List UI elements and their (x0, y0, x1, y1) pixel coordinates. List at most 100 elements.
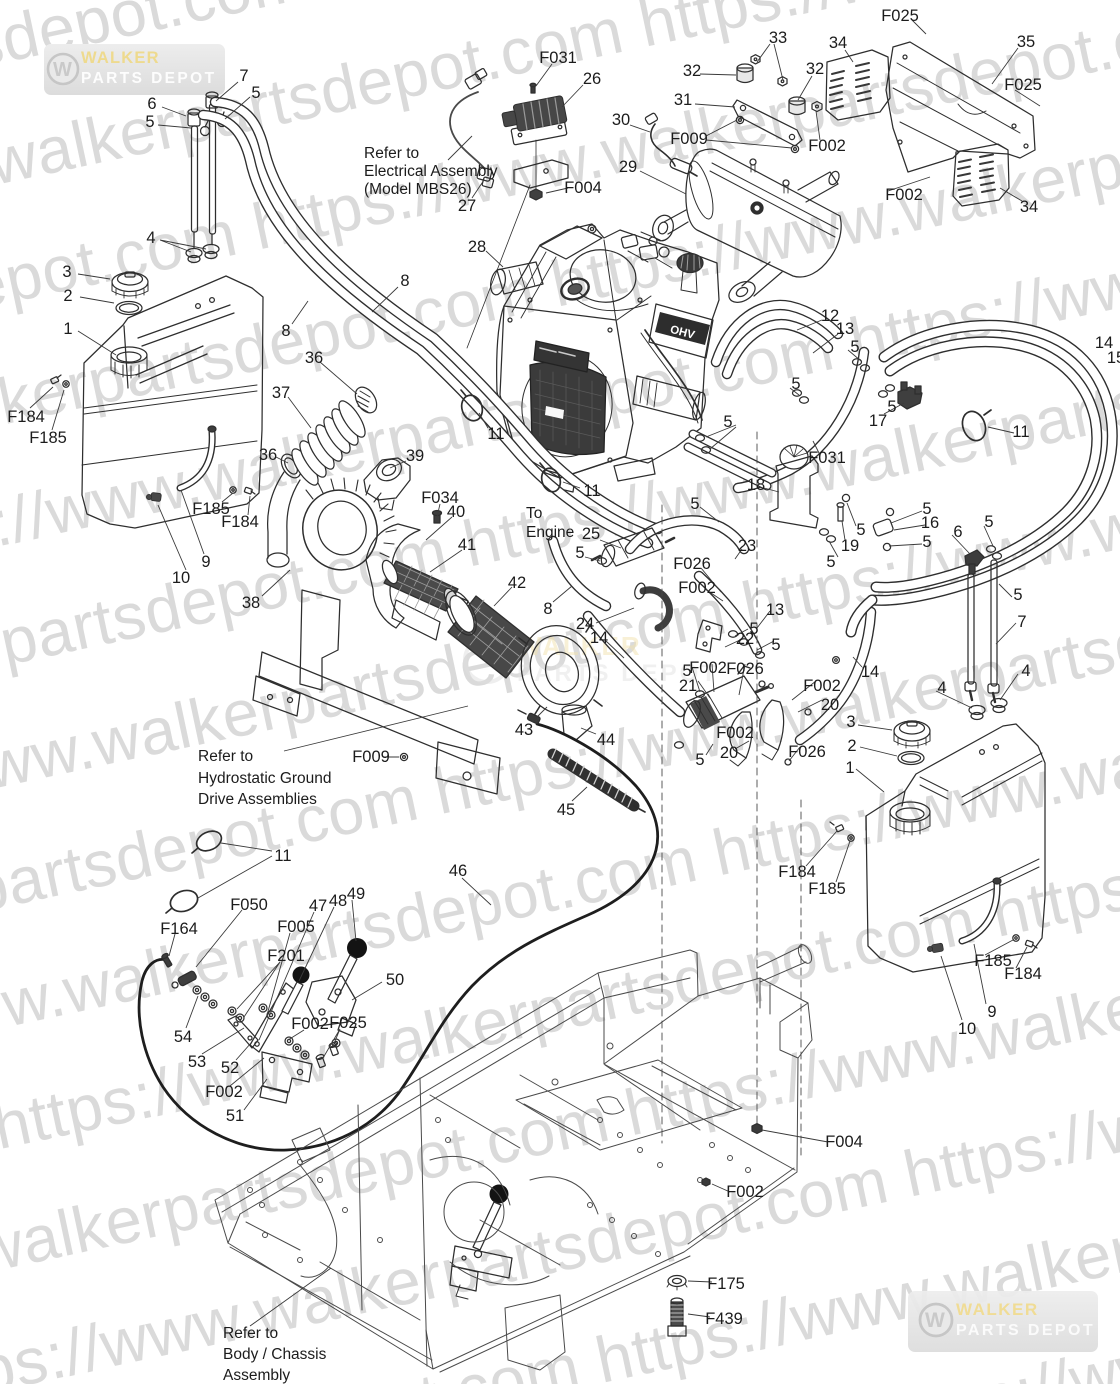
svg-text:F025: F025 (1004, 76, 1042, 94)
svg-text:5: 5 (749, 620, 758, 638)
svg-text:F002: F002 (291, 1015, 329, 1033)
svg-text:Refer to: Refer to (364, 145, 419, 162)
svg-text:5: 5 (695, 751, 704, 769)
svg-text:5: 5 (850, 338, 859, 356)
svg-text:3: 3 (62, 263, 71, 281)
svg-text:27: 27 (458, 197, 476, 215)
svg-text:50: 50 (386, 971, 404, 989)
svg-text:5: 5 (922, 500, 931, 518)
svg-text:28: 28 (468, 238, 486, 256)
svg-text:1: 1 (845, 759, 854, 777)
svg-text:9: 9 (201, 553, 210, 571)
svg-text:53: 53 (188, 1053, 206, 1071)
svg-text:Refer to: Refer to (198, 748, 253, 765)
svg-text:11: 11 (274, 847, 291, 865)
svg-text:Drive Assemblies: Drive Assemblies (198, 791, 317, 808)
svg-text:5: 5 (145, 113, 154, 131)
svg-text:5: 5 (723, 413, 732, 431)
svg-text:To: To (526, 505, 542, 522)
svg-text:5: 5 (771, 636, 780, 654)
svg-text:39: 39 (406, 447, 424, 465)
svg-text:4: 4 (937, 679, 946, 697)
svg-text:(Model MBS26): (Model MBS26) (364, 181, 472, 198)
svg-text:F031: F031 (539, 49, 577, 67)
svg-text:19: 19 (841, 537, 859, 555)
svg-text:F185: F185 (29, 429, 67, 447)
svg-text:42: 42 (508, 574, 526, 592)
svg-text:4: 4 (1021, 662, 1030, 680)
svg-text:F184: F184 (7, 408, 45, 426)
svg-text:4: 4 (146, 229, 155, 247)
svg-text:Engine: Engine (526, 524, 574, 541)
svg-text:18: 18 (747, 476, 765, 494)
svg-text:49: 49 (347, 885, 365, 903)
svg-text:F002: F002 (803, 677, 841, 695)
svg-text:45: 45 (557, 801, 575, 819)
svg-text:41: 41 (458, 536, 476, 554)
svg-text:F025: F025 (329, 1014, 367, 1032)
svg-text:33: 33 (769, 29, 787, 47)
svg-text:6: 6 (147, 95, 156, 113)
svg-text:F026: F026 (726, 660, 764, 678)
svg-text:10: 10 (958, 1020, 976, 1038)
svg-text:F184: F184 (778, 863, 816, 881)
svg-text:PARTS DEPOT: PARTS DEPOT (956, 1322, 1095, 1339)
svg-text:36: 36 (305, 349, 323, 367)
svg-text:2: 2 (847, 737, 856, 755)
svg-text:F185: F185 (192, 500, 230, 518)
svg-text:40: 40 (447, 503, 465, 521)
svg-text:16: 16 (921, 514, 939, 532)
svg-text:F009: F009 (352, 748, 390, 766)
svg-text:5: 5 (251, 84, 260, 102)
svg-text:F004: F004 (825, 1133, 863, 1151)
svg-text:32: 32 (683, 62, 701, 80)
svg-text:7: 7 (1017, 613, 1026, 631)
svg-text:24: 24 (576, 615, 594, 633)
svg-text:52: 52 (221, 1059, 239, 1077)
svg-text:F185: F185 (974, 952, 1012, 970)
svg-text:8: 8 (543, 600, 552, 618)
svg-text:F002: F002 (205, 1083, 243, 1101)
svg-text:12: 12 (821, 307, 839, 325)
svg-text:5: 5 (682, 662, 691, 680)
svg-text:Refer to: Refer to (223, 1325, 278, 1342)
svg-text:Hydrostatic Ground: Hydrostatic Ground (198, 770, 332, 787)
svg-text:11: 11 (487, 425, 504, 443)
svg-text:48: 48 (329, 892, 347, 910)
svg-text:35: 35 (1017, 33, 1035, 51)
svg-text:F439: F439 (705, 1310, 743, 1328)
svg-text:44: 44 (597, 731, 615, 749)
svg-text:5: 5 (791, 375, 800, 393)
svg-text:F184: F184 (221, 513, 259, 531)
svg-text:20: 20 (821, 696, 839, 714)
svg-text:5: 5 (826, 553, 835, 571)
svg-text:1: 1 (63, 320, 72, 338)
svg-text:11: 11 (583, 482, 600, 500)
svg-text:F031: F031 (808, 449, 846, 467)
svg-text:10: 10 (172, 569, 190, 587)
svg-text:22: 22 (736, 630, 754, 648)
svg-text:F201: F201 (267, 947, 305, 965)
svg-text:8: 8 (400, 272, 409, 290)
svg-text:32: 32 (806, 60, 824, 78)
svg-text:WALKER: WALKER (81, 49, 160, 67)
svg-text:F164: F164 (160, 920, 198, 938)
svg-text:20: 20 (720, 744, 738, 762)
svg-text:F026: F026 (788, 743, 826, 761)
svg-text:5: 5 (856, 521, 865, 539)
svg-text:2: 2 (63, 287, 72, 305)
svg-text:26: 26 (583, 70, 601, 88)
svg-text:5: 5 (922, 533, 931, 551)
svg-text:14: 14 (1095, 334, 1113, 352)
svg-text:Body / Chassis: Body / Chassis (223, 1346, 327, 1363)
svg-text:F002: F002 (689, 659, 727, 677)
svg-text:F002: F002 (678, 579, 716, 597)
svg-text:F002: F002 (716, 724, 754, 742)
svg-text:9: 9 (987, 1003, 996, 1021)
svg-text:F002: F002 (808, 137, 846, 155)
svg-text:8: 8 (281, 322, 290, 340)
svg-text:29: 29 (619, 158, 637, 176)
svg-text:47: 47 (309, 897, 327, 915)
svg-text:11: 11 (1012, 423, 1029, 441)
svg-text:6: 6 (953, 523, 962, 541)
